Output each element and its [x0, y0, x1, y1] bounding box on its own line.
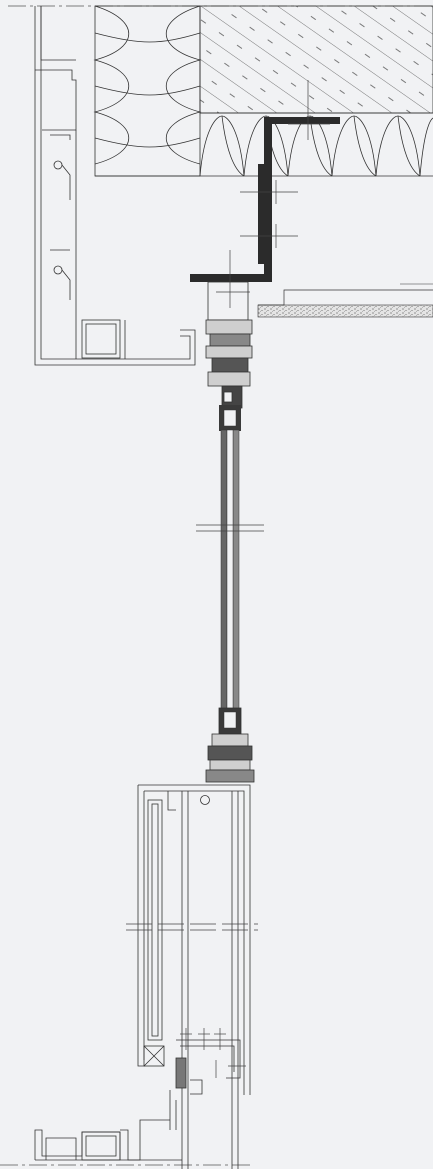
steel-bracket — [190, 117, 340, 282]
break-mark-glass — [196, 524, 264, 532]
sill-dimension-marks — [180, 1028, 246, 1078]
fastener-marks — [216, 80, 330, 308]
sill-profile — [205, 707, 255, 783]
insulation-horizontal — [199, 112, 433, 177]
ceiling-frame-profile — [34, 6, 200, 366]
glazing-pane — [219, 405, 241, 711]
break-mark-frame — [126, 923, 258, 931]
head-profile — [205, 281, 253, 409]
floor-screed — [257, 283, 433, 318]
masonry-wall — [199, 5, 433, 114]
lower-frame — [137, 784, 251, 1169]
bottom-sill-assembly — [143, 1039, 241, 1130]
base-profile — [34, 1119, 182, 1161]
